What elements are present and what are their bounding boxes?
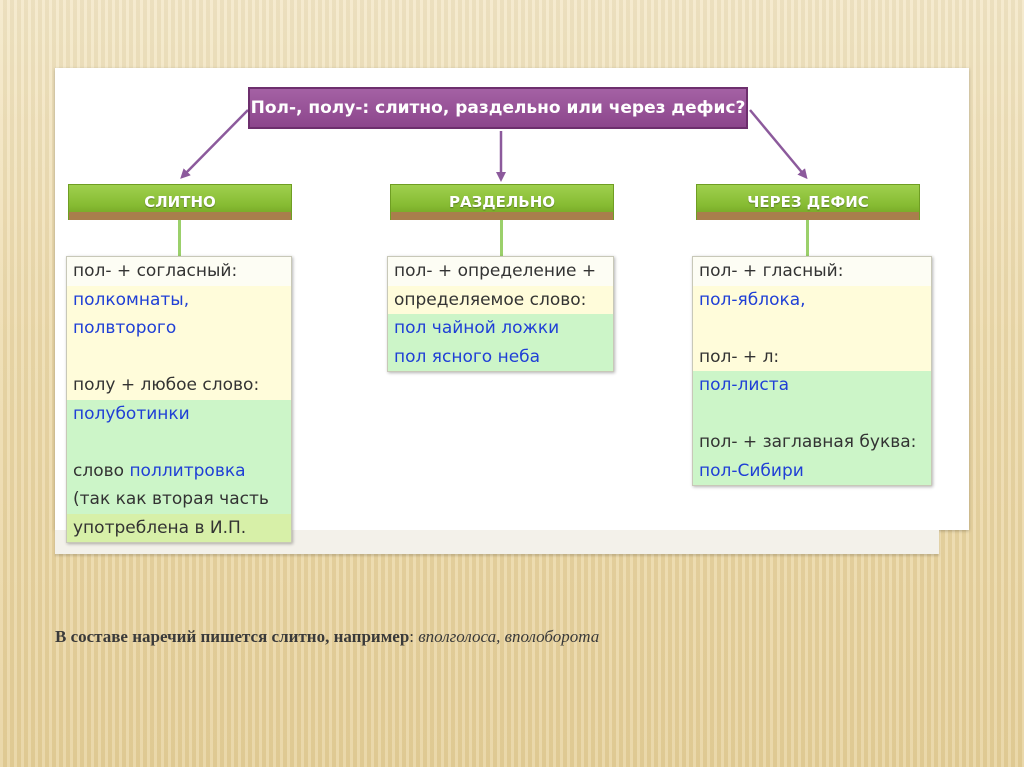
list-item: пол- + гласный: (693, 257, 931, 286)
diagram-title: Пол-, полу-: слитно, раздельно или через… (248, 87, 748, 129)
text-prefix: слово (73, 460, 130, 481)
list-razdelno: пол- + определение + определяемое слово:… (387, 256, 614, 372)
list-item: пол чайной ложки (388, 314, 613, 343)
footer-note: В составе наречий пишется слитно, наприм… (55, 624, 695, 650)
list-item: полвторого (67, 314, 291, 343)
list-item: пол- + л: (693, 342, 931, 371)
list-item: пол ясного неба (388, 342, 613, 371)
list-item: слово поллитровка (67, 456, 291, 485)
heading-razdelno: РАЗДЕЛЬНО (390, 184, 614, 220)
list-item-blank (67, 342, 291, 371)
list-item: (так как вторая часть (67, 485, 291, 514)
connector-slitno (178, 220, 181, 256)
footer-colon: : (409, 627, 419, 646)
heading-slitno: СЛИТНО (68, 184, 292, 220)
list-item: пол-Сибири (693, 456, 931, 485)
list-item: пол-листа (693, 371, 931, 400)
list-item: пол-яблока, (693, 285, 931, 314)
footer-bold: В составе наречий пишется слитно, наприм… (55, 627, 410, 646)
list-item: определяемое слово: (388, 285, 613, 314)
list-item: пол- + заглавная буква: (693, 428, 931, 457)
list-item: полуботинки (67, 399, 291, 428)
list-item-blank (693, 314, 931, 343)
connector-razdelno (500, 220, 503, 256)
list-defis: пол- + гласный: пол-яблока, пол- + л: по… (692, 256, 932, 486)
list-item: употреблена в И.П. (67, 513, 291, 542)
list-item: пол- + согласный: (67, 257, 291, 286)
list-item-blank (693, 399, 931, 428)
list-item: полкомнаты, (67, 285, 291, 314)
list-item-blank (67, 428, 291, 457)
connector-defis (806, 220, 809, 256)
footer-examples: вполголоса, вполоборота (418, 627, 600, 646)
list-item: пол- + определение + (388, 257, 613, 286)
example-term: поллитровка (129, 460, 246, 481)
list-slitno: пол- + согласный: полкомнаты, полвторого… (66, 256, 292, 543)
list-item: полу + любое слово: (67, 371, 291, 400)
heading-defis: ЧЕРЕЗ ДЕФИС (696, 184, 920, 220)
